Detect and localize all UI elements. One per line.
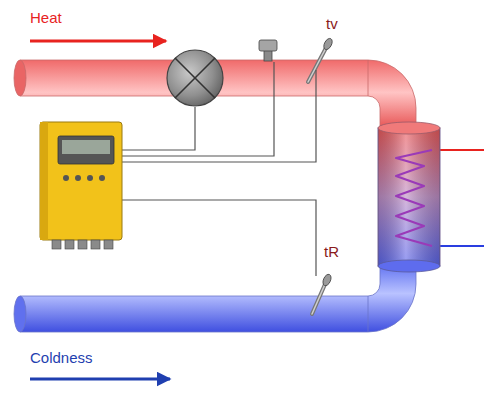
flow-label: Coldness xyxy=(30,350,93,367)
signal-wires xyxy=(122,62,316,276)
heat-flow-arrow xyxy=(30,40,166,43)
heat-exchanger xyxy=(378,122,440,272)
exchanger-coil xyxy=(396,150,432,246)
supply-temperature-sensor xyxy=(308,37,334,82)
cold-flow-arrow xyxy=(30,378,170,381)
cable-gland xyxy=(104,240,113,249)
return-pipe xyxy=(14,262,416,332)
flow-label: Heat xyxy=(30,10,62,27)
cable-gland xyxy=(91,240,100,249)
return-temperature-sensor xyxy=(312,273,333,314)
cable-gland xyxy=(65,240,74,249)
cable-gland xyxy=(52,240,61,249)
flow-meter xyxy=(167,50,223,106)
pressure-sensor xyxy=(259,40,277,61)
temperature-label: tv xyxy=(326,16,338,33)
cable-gland xyxy=(78,240,87,249)
heat-calculator xyxy=(40,122,122,249)
temperature-label: tR xyxy=(324,244,339,261)
